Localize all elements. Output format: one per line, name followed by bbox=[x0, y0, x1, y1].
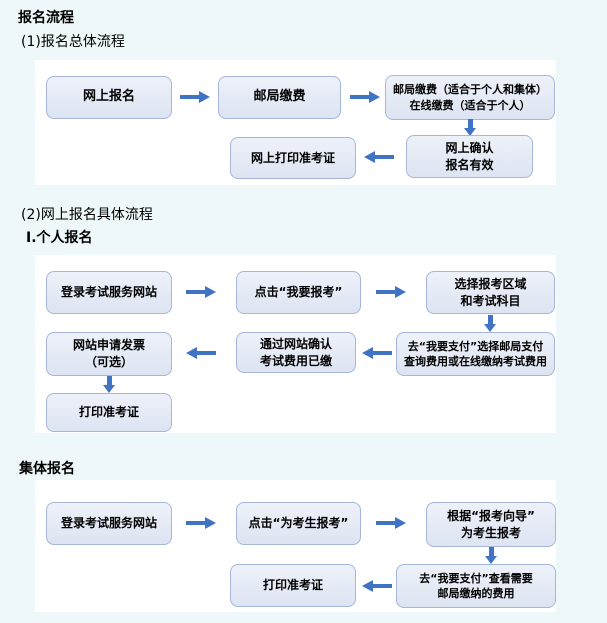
arrow-down-icon bbox=[464, 119, 477, 136]
flow-box-select-area: 选择报考区域 和考试科目 bbox=[426, 271, 555, 314]
arrow-left-icon bbox=[186, 347, 216, 359]
flow-box-label: 去“我要支付”选择邮局支付 bbox=[407, 339, 544, 353]
flow-box-click-apply: 点击“我要报考” bbox=[236, 271, 361, 314]
arrow-right-icon bbox=[180, 91, 210, 103]
flow-box-label: 邮局缴费（适合于个人和集体） bbox=[393, 83, 547, 97]
page-title: 报名流程 bbox=[18, 10, 74, 26]
flow-box-label: 根据“报考向导” bbox=[447, 508, 535, 523]
arrow-right-icon bbox=[186, 286, 216, 298]
flow-box-invoice: 网站申请发票 （可选） bbox=[46, 332, 172, 376]
arrow-right-icon bbox=[376, 286, 406, 298]
flow-box-label: 打印准考证 bbox=[78, 405, 139, 420]
flow-box-label: 网上报名 bbox=[82, 89, 135, 105]
flow-box-click-apply-group: 点击“为考生报考” bbox=[236, 502, 361, 545]
flow-box-label: 在线缴费（适合于个人） bbox=[409, 98, 531, 112]
flow-box-label: 考试费用已缴 bbox=[259, 353, 332, 368]
arrow-left-icon bbox=[362, 580, 392, 592]
flow-box-label: 点击“我要报考” bbox=[254, 285, 343, 300]
flow-box-wizard: 根据“报考向导” 为考生报考 bbox=[426, 502, 556, 547]
section-label-overall: (1)报名总体流程 bbox=[21, 34, 125, 50]
flow-box-print-admission-individual: 打印准考证 bbox=[46, 393, 172, 432]
section-label-individual: Ⅰ.个人报名 bbox=[26, 230, 93, 246]
flow-box-label: 通过网站确认 bbox=[259, 336, 332, 351]
flow-box-label: 网上打印准考证 bbox=[250, 150, 335, 165]
flow-box-label: （可选） bbox=[84, 355, 133, 369]
section-label-group: 集体报名 bbox=[19, 461, 75, 477]
flow-box-print-admission-online: 网上打印准考证 bbox=[230, 137, 356, 179]
flow-box-label: 去“我要支付”查看需要 bbox=[419, 571, 533, 585]
flow-box-label: 点击“为考生报考” bbox=[248, 516, 349, 531]
flow-box-pay-options: 邮局缴费（适合于个人和集体） 在线缴费（适合于个人） bbox=[385, 75, 555, 120]
flow-box-post-pay: 邮局缴费 bbox=[218, 76, 341, 119]
arrow-down-icon bbox=[103, 376, 116, 393]
arrow-left-icon bbox=[364, 151, 394, 163]
flow-box-label: 网上确认 bbox=[445, 140, 494, 155]
flow-box-label: 选择报考区域 bbox=[454, 276, 527, 291]
section-label-online: (2)网上报名具体流程 bbox=[21, 207, 153, 223]
flow-box-confirm-valid: 网上确认 报名有效 bbox=[406, 135, 533, 178]
flow-box-print-admission-group: 打印准考证 bbox=[230, 564, 356, 607]
flow-box-login-group: 登录考试服务网站 bbox=[46, 502, 172, 545]
arrow-right-icon bbox=[186, 517, 216, 529]
flow-box-label: 为考生报考 bbox=[460, 525, 521, 540]
arrow-down-icon bbox=[485, 547, 498, 564]
flow-box-label: 和考试科目 bbox=[460, 293, 521, 308]
flow-box-label: 打印准考证 bbox=[262, 578, 323, 593]
arrow-right-icon bbox=[376, 517, 406, 529]
flow-box-label: 邮局缴费 bbox=[253, 89, 306, 105]
flow-box-go-pay: 去“我要支付”选择邮局支付 查询费用或在线缴纳考试费用 bbox=[396, 332, 555, 376]
flow-box-check-fee: 去“我要支付”查看需要 邮局缴纳的费用 bbox=[396, 564, 556, 608]
flow-box-label: 登录考试服务网站 bbox=[60, 516, 157, 531]
flow-box-label: 邮局缴纳的费用 bbox=[437, 587, 515, 600]
arrow-left-icon bbox=[362, 347, 392, 359]
flow-box-online-register: 网上报名 bbox=[46, 76, 172, 119]
flow-box-confirm-paid: 通过网站确认 考试费用已缴 bbox=[236, 332, 356, 373]
flow-box-login: 登录考试服务网站 bbox=[46, 271, 172, 314]
flow-box-label: 查询费用或在线缴纳考试费用 bbox=[404, 355, 547, 368]
flow-box-label: 网站申请发票 bbox=[72, 338, 145, 353]
flow-box-label: 报名有效 bbox=[445, 157, 494, 172]
arrow-down-icon bbox=[484, 315, 497, 332]
flow-box-label: 登录考试服务网站 bbox=[60, 285, 157, 300]
arrow-right-icon bbox=[350, 91, 380, 103]
